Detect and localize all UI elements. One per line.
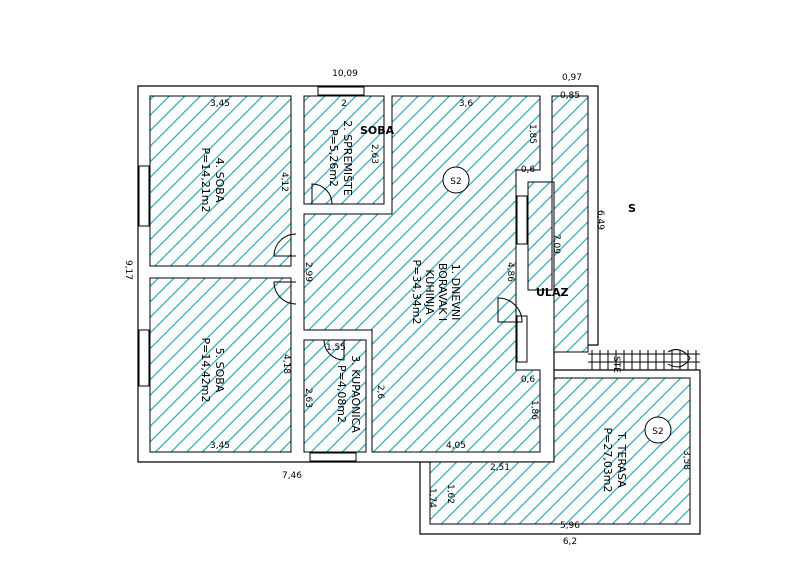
dim-entry-side: 4,86 xyxy=(505,262,515,282)
door-room-4 xyxy=(273,233,297,257)
room-2-tag: SOBA xyxy=(360,124,395,137)
svg-text:P=5,26m2: P=5,26m2 xyxy=(327,129,340,187)
terrace-area xyxy=(429,377,691,525)
svg-text:4. SOBA: 4. SOBA xyxy=(213,158,226,203)
room-4-area xyxy=(149,95,292,267)
room-5-label: 5. SOBA P=14,42m2 xyxy=(199,337,226,402)
svg-text:5. SOBA: 5. SOBA xyxy=(213,348,226,393)
dim-top-right: 0,97 xyxy=(562,73,582,83)
terrace-outline xyxy=(419,369,701,535)
room-2-area xyxy=(303,95,385,205)
dim-r1-pier-bottom: 0,6 xyxy=(521,375,536,385)
slab-mark-2: S2 xyxy=(644,416,672,444)
room-3-area xyxy=(303,339,367,453)
svg-text:P=34,34m2: P=34,34m2 xyxy=(410,259,423,324)
dim-bottom-right: 6,2 xyxy=(563,537,577,547)
north-label: S xyxy=(628,202,636,215)
door-room-5 xyxy=(273,281,297,305)
svg-text:2. SPREMIŠTE: 2. SPREMIŠTE xyxy=(341,120,354,196)
entry-corridor-area xyxy=(527,95,589,353)
dim-r1-top: 3,6 xyxy=(459,99,474,109)
dim-terr-bottom-in: 5,96 xyxy=(560,521,580,531)
window-room-4 xyxy=(138,165,150,227)
dim-r2-side: 2,63 xyxy=(369,144,379,164)
dim-r1-right-top: 1,85 xyxy=(527,124,537,144)
dim-corr-side: 7,09 xyxy=(551,234,561,254)
svg-text:T. TERASA: T. TERASA xyxy=(615,431,628,488)
svg-text:P=14,21m2: P=14,21m2 xyxy=(199,147,212,212)
dim-terr-right: 3,58 xyxy=(681,450,691,470)
dim-r1-bottom: 4,05 xyxy=(446,441,466,451)
svg-text:3. KUPAONICA: 3. KUPAONICA xyxy=(349,355,362,433)
svg-text:P=14,42m2: P=14,42m2 xyxy=(199,337,212,402)
door-bathroom xyxy=(323,339,345,361)
dim-right-outer: 6,49 xyxy=(595,210,605,230)
dim-r1-pier-top: 0,6 xyxy=(521,165,536,175)
window-kitchen-2 xyxy=(516,315,528,363)
dim-r3-right: 2,6 xyxy=(375,385,385,400)
dim-r4-side: 4,12 xyxy=(279,172,289,192)
dim-r1-right-bottom: 1,86 xyxy=(529,400,539,420)
terrace-label: T. TERASA P=27,03m2 xyxy=(601,427,628,492)
dim-top-right-in: 0,85 xyxy=(560,91,580,101)
window-kitchen-1 xyxy=(516,195,528,245)
dim-terr-left-out: 1,74 xyxy=(427,488,437,508)
window-top xyxy=(317,86,365,96)
dim-hall: 2,99 xyxy=(303,262,313,282)
dim-r5-side: 4,18 xyxy=(281,354,291,374)
dim-terr-top: 2,51 xyxy=(490,463,510,473)
dim-r4-top: 3,45 xyxy=(210,99,230,109)
dim-r5-bottom: 3,45 xyxy=(210,441,230,451)
svg-text:P=27,03m2: P=27,03m2 xyxy=(601,427,614,492)
dim-bottom-left: 7,46 xyxy=(282,471,302,481)
room-4-label: 4. SOBA P=14,21m2 xyxy=(199,147,226,212)
svg-text:S2: S2 xyxy=(450,177,461,187)
dim-r2-top: 2 xyxy=(341,99,347,109)
svg-text:BORAVAK I: BORAVAK I xyxy=(436,263,449,321)
stairs xyxy=(588,349,700,370)
svg-text:S2: S2 xyxy=(652,427,663,437)
entrance-label: ULAZ xyxy=(536,286,568,299)
svg-text:KUHINJA: KUHINJA xyxy=(423,269,436,315)
door-entrance xyxy=(497,297,523,323)
room-1-label: 1. DNEVNI BORAVAK I KUHINJA P=34,34m2 xyxy=(410,259,462,324)
dim-r3-side: 2,63 xyxy=(303,388,313,408)
window-bottom xyxy=(309,452,357,462)
slab-mark-1: S2 xyxy=(442,166,470,194)
door-room-2 xyxy=(311,183,333,205)
dim-left-total: 9,17 xyxy=(123,260,133,280)
svg-text:P=4,08m2: P=4,08m2 xyxy=(335,365,348,423)
room-3-label: 3. KUPAONICA P=4,08m2 xyxy=(335,355,362,433)
stairs-label: STE xyxy=(611,356,621,373)
room-1-area xyxy=(303,95,541,453)
room-2-label: 2. SPREMIŠTE P=5,26m2 xyxy=(327,120,354,196)
svg-text:1. DNEVNI: 1. DNEVNI xyxy=(449,264,462,321)
window-room-5 xyxy=(138,329,150,387)
dim-top-total: 10,09 xyxy=(332,69,358,79)
room-5-area xyxy=(149,277,292,453)
dim-terr-left-in: 1,62 xyxy=(445,484,455,504)
dim-r3-top: 1,55 xyxy=(326,343,346,353)
